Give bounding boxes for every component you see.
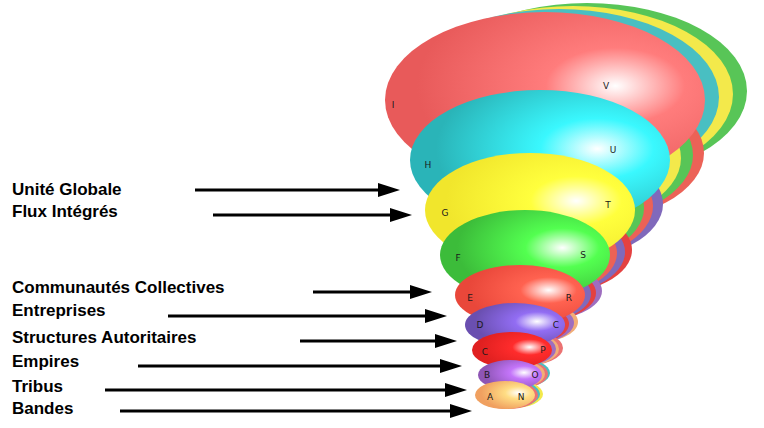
- pointer-arrow: [138, 359, 462, 373]
- stage-label: Communautés Collectives: [12, 278, 225, 298]
- pointer-arrow: [195, 183, 400, 197]
- ellipse-letter: N: [518, 392, 525, 402]
- ellipse-letter: S: [580, 250, 586, 260]
- ellipse-letter: D: [477, 320, 484, 330]
- ellipse-shape: [475, 381, 535, 409]
- ellipse-fill: [475, 381, 535, 409]
- ellipse-letter: C: [482, 347, 488, 357]
- ellipse-letter: A: [487, 392, 493, 402]
- ellipse-letter: E: [467, 293, 473, 303]
- ellipse-letter: T: [605, 200, 611, 210]
- ellipse-letter: V: [603, 81, 609, 91]
- pointer-arrows: [105, 183, 472, 418]
- stage-label: Flux Intégrés: [12, 202, 118, 222]
- ellipse-letter: F: [455, 253, 460, 263]
- stage-label: Tribus: [12, 377, 63, 397]
- ellipse-letter: C: [553, 320, 559, 330]
- spiral-ellipse: AN: [475, 381, 535, 409]
- pointer-arrow: [213, 208, 412, 222]
- ellipse-letter: P: [540, 345, 545, 355]
- stage-label: Bandes: [12, 399, 73, 419]
- stage-label: Entreprises: [12, 301, 106, 321]
- stage-label: Structures Autoritaires: [12, 328, 197, 348]
- pointer-arrow: [313, 285, 432, 299]
- pointer-arrow: [105, 383, 467, 397]
- ellipse-letter: I: [392, 100, 395, 110]
- ellipse-letter: U: [610, 145, 617, 155]
- ellipse-letter: B: [484, 370, 490, 380]
- ellipse-letter: H: [425, 160, 432, 170]
- ellipse-letter: R: [566, 293, 572, 303]
- pointer-arrow: [120, 404, 472, 418]
- stage-label: Unité Globale: [12, 180, 122, 200]
- stage-label: Empires: [12, 352, 79, 372]
- ellipse-letter: O: [531, 370, 538, 380]
- ellipse-letter: G: [442, 208, 449, 218]
- pointer-arrow: [300, 334, 457, 348]
- pointer-arrow: [168, 309, 447, 323]
